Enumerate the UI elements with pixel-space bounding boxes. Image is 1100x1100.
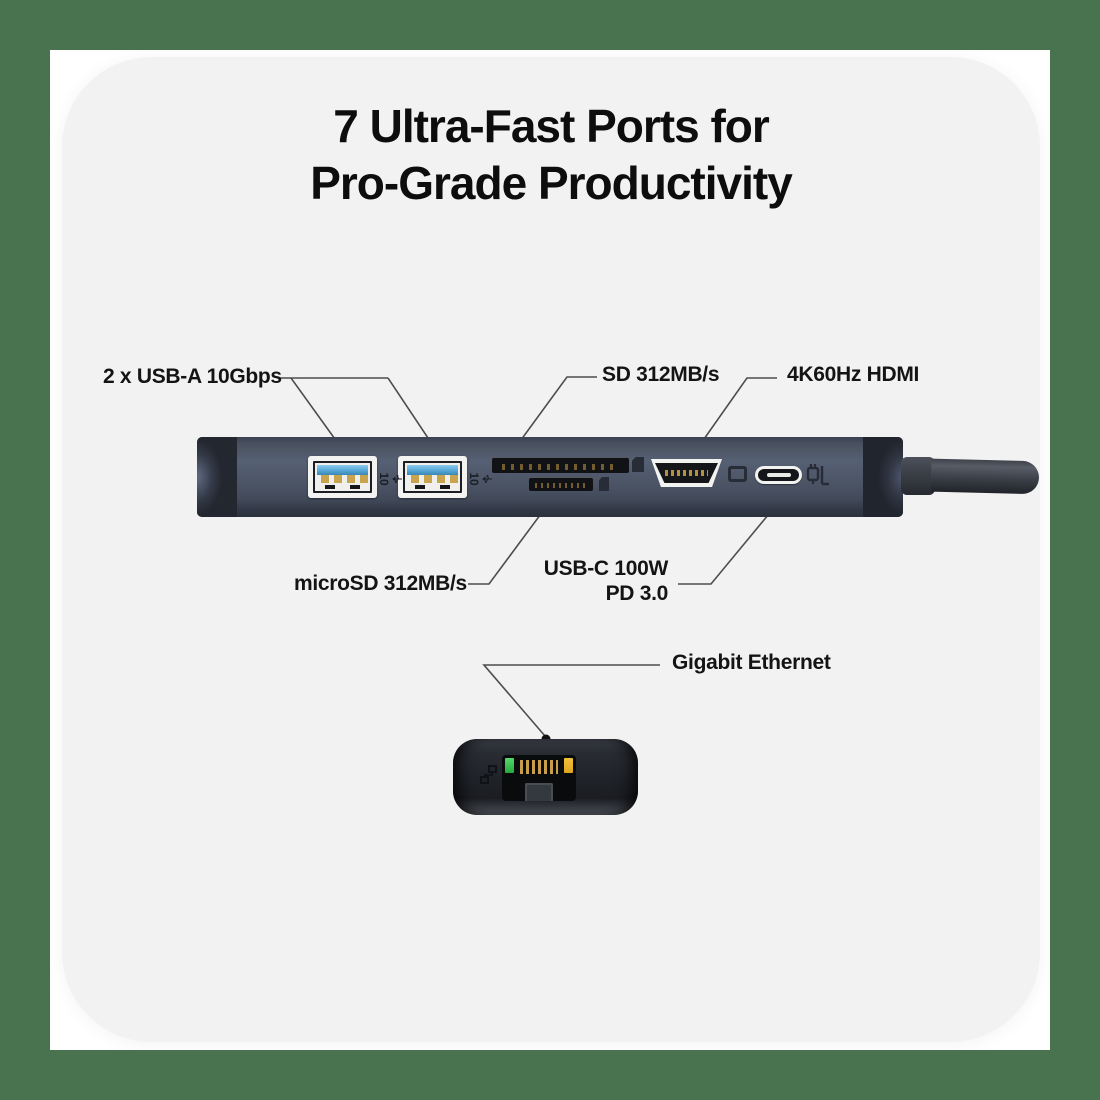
usb-speed-mark-1: 10 (372, 471, 402, 487)
usb-speed-mark-2: 10 (462, 471, 492, 487)
hub-right-end (863, 437, 903, 517)
rj45-pins (520, 760, 558, 774)
usb-trident-icon (482, 475, 492, 483)
microsd-card-slot (529, 477, 593, 491)
label-hdmi: 4K60Hz HDMI (787, 363, 920, 386)
frame-bar-right (1050, 0, 1100, 1100)
monitor-icon (728, 466, 747, 482)
frame-bar-left (0, 0, 50, 1100)
label-ethernet: Gigabit Ethernet (672, 651, 831, 674)
rj45-ethernet-port (502, 755, 576, 801)
label-usb-c-line-2: PD 3.0 (605, 582, 669, 605)
frame-bar-bottom (0, 1050, 1100, 1100)
title-line-1: 7 Ultra-Fast Ports for (333, 100, 770, 152)
usb-speed-label: 10 (377, 472, 391, 486)
cable-strain-relief (901, 457, 935, 495)
usb-c-port (755, 466, 802, 484)
usb-speed-label: 10 (467, 472, 481, 486)
rj45-latch-slot (525, 783, 553, 801)
page-title: 7 Ultra-Fast Ports for Pro-Grade Product… (62, 98, 1040, 212)
usb-trident-icon (392, 475, 402, 483)
usb-hub-device: 10 10 (197, 437, 903, 517)
ethernet-adapter-device (453, 739, 638, 815)
hdmi-port (651, 459, 722, 487)
ethernet-led-green (505, 758, 514, 773)
label-microsd: microSD 312MB/s (294, 572, 467, 595)
sd-card-slot (492, 457, 629, 473)
usb-cable (930, 458, 1040, 495)
usb-a-tongue (317, 465, 368, 475)
microsd-card-icon (599, 477, 609, 491)
usb-a-tongue (407, 465, 458, 475)
usb-a-port-1-inner (313, 461, 372, 493)
usb-a-port-2 (398, 456, 467, 498)
label-usb-c: USB-C 100W PD 3.0 (540, 556, 669, 606)
content-card (62, 57, 1040, 1042)
usb-a-port-2-inner (403, 461, 462, 493)
sd-card-icon (632, 457, 644, 472)
ethernet-network-icon (480, 765, 497, 784)
label-sd: SD 312MB/s (602, 363, 720, 386)
usb-a-port-1 (308, 456, 377, 498)
title-line-2: Pro-Grade Productivity (310, 157, 793, 209)
label-usb-a: 2 x USB-A 10Gbps (103, 365, 282, 388)
ethernet-led-amber (564, 758, 573, 773)
hub-left-end (197, 437, 237, 517)
laptop-charging-icon (806, 464, 829, 486)
label-usb-c-line-1: USB-C 100W (543, 557, 669, 580)
frame-bar-top (0, 0, 1100, 50)
